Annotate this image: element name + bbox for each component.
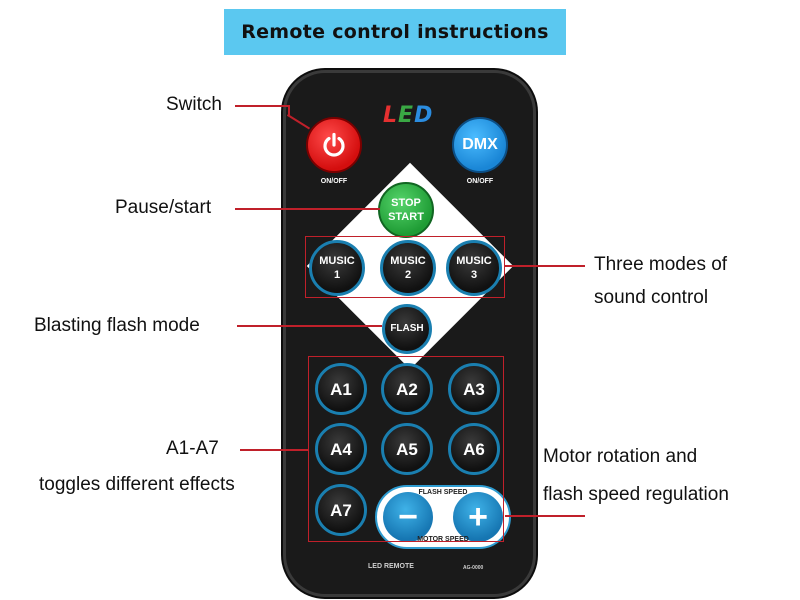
- dmx-label: DMX: [462, 136, 498, 153]
- effects-leader-line: [240, 449, 308, 451]
- music-leader-line: [505, 265, 585, 267]
- minus-button[interactable]: −: [383, 492, 433, 542]
- page-title: Remote control instructions: [241, 21, 549, 43]
- annotation-motor-line1: Motor rotation and: [543, 446, 698, 467]
- switch-leader-drop: [288, 105, 290, 115]
- flash-speed-label: FLASH SPEED: [418, 489, 468, 496]
- annotation-effects-line1: A1-A7: [166, 438, 219, 459]
- dmx-button[interactable]: DMX: [452, 117, 508, 173]
- music-2-label: MUSIC: [390, 254, 426, 267]
- music-1-label: MUSIC: [319, 254, 355, 267]
- power-icon: [323, 132, 345, 157]
- annotation-sound-line1: Three modes of: [594, 254, 728, 275]
- switch-leader-line: [235, 105, 290, 107]
- music-group-box: [305, 236, 505, 298]
- a1-button[interactable]: A1: [315, 363, 367, 415]
- a7-label: A7: [330, 500, 352, 520]
- a7-button[interactable]: A7: [315, 484, 367, 536]
- stop-label: STOP: [391, 196, 421, 209]
- start-label: START: [388, 210, 424, 223]
- minus-icon: −: [398, 498, 418, 536]
- music-1-button[interactable]: MUSIC 1: [309, 240, 365, 296]
- annotation-blasting-flash: Blasting flash mode: [34, 315, 200, 336]
- plus-button[interactable]: +: [453, 492, 503, 542]
- music-3-label: MUSIC: [456, 254, 492, 267]
- motor-speed-label: MOTOR SPEED: [417, 536, 469, 543]
- flash-button[interactable]: FLASH: [382, 304, 432, 354]
- annotation-effects-line2: toggles different effects: [39, 474, 235, 495]
- a6-button[interactable]: A6: [448, 423, 500, 475]
- a3-button[interactable]: A3: [448, 363, 500, 415]
- a2-button[interactable]: A2: [381, 363, 433, 415]
- a5-button[interactable]: A5: [381, 423, 433, 475]
- music-2-number: 2: [404, 268, 412, 281]
- a6-label: A6: [463, 439, 485, 459]
- speed-leader-line: [505, 515, 585, 517]
- title-banner: Remote control instructions: [224, 9, 566, 55]
- annotation-pause-start: Pause/start: [115, 197, 212, 218]
- annotation-motor-line2: flash speed regulation: [543, 484, 729, 505]
- power-caption: ON/OFF: [320, 178, 348, 185]
- music-2-button[interactable]: MUSIC 2: [380, 240, 436, 296]
- power-button[interactable]: [306, 117, 362, 173]
- a5-label: A5: [396, 439, 418, 459]
- a4-button[interactable]: A4: [315, 423, 367, 475]
- flash-leader-line: [237, 325, 382, 327]
- led-logo: LED: [383, 103, 434, 128]
- music-3-button[interactable]: MUSIC 3: [446, 240, 502, 296]
- music-3-number: 3: [470, 268, 478, 281]
- plus-icon: +: [468, 498, 488, 536]
- pause-leader-line: [235, 208, 380, 210]
- music-1-number: 1: [333, 268, 341, 281]
- model-text: AG-0000: [463, 565, 484, 571]
- remote-brand-text: LED REMOTE: [368, 563, 414, 570]
- annotation-switch: Switch: [166, 94, 222, 115]
- a4-label: A4: [330, 439, 352, 459]
- stop-start-button[interactable]: STOP START: [378, 182, 434, 238]
- a3-label: A3: [463, 379, 485, 399]
- flash-label: FLASH: [390, 323, 424, 334]
- effects-group-box: [308, 356, 504, 542]
- annotation-sound-line2: sound control: [594, 287, 709, 308]
- dmx-caption: ON/OFF: [466, 178, 494, 185]
- a2-label: A2: [396, 379, 418, 399]
- a1-label: A1: [330, 379, 352, 399]
